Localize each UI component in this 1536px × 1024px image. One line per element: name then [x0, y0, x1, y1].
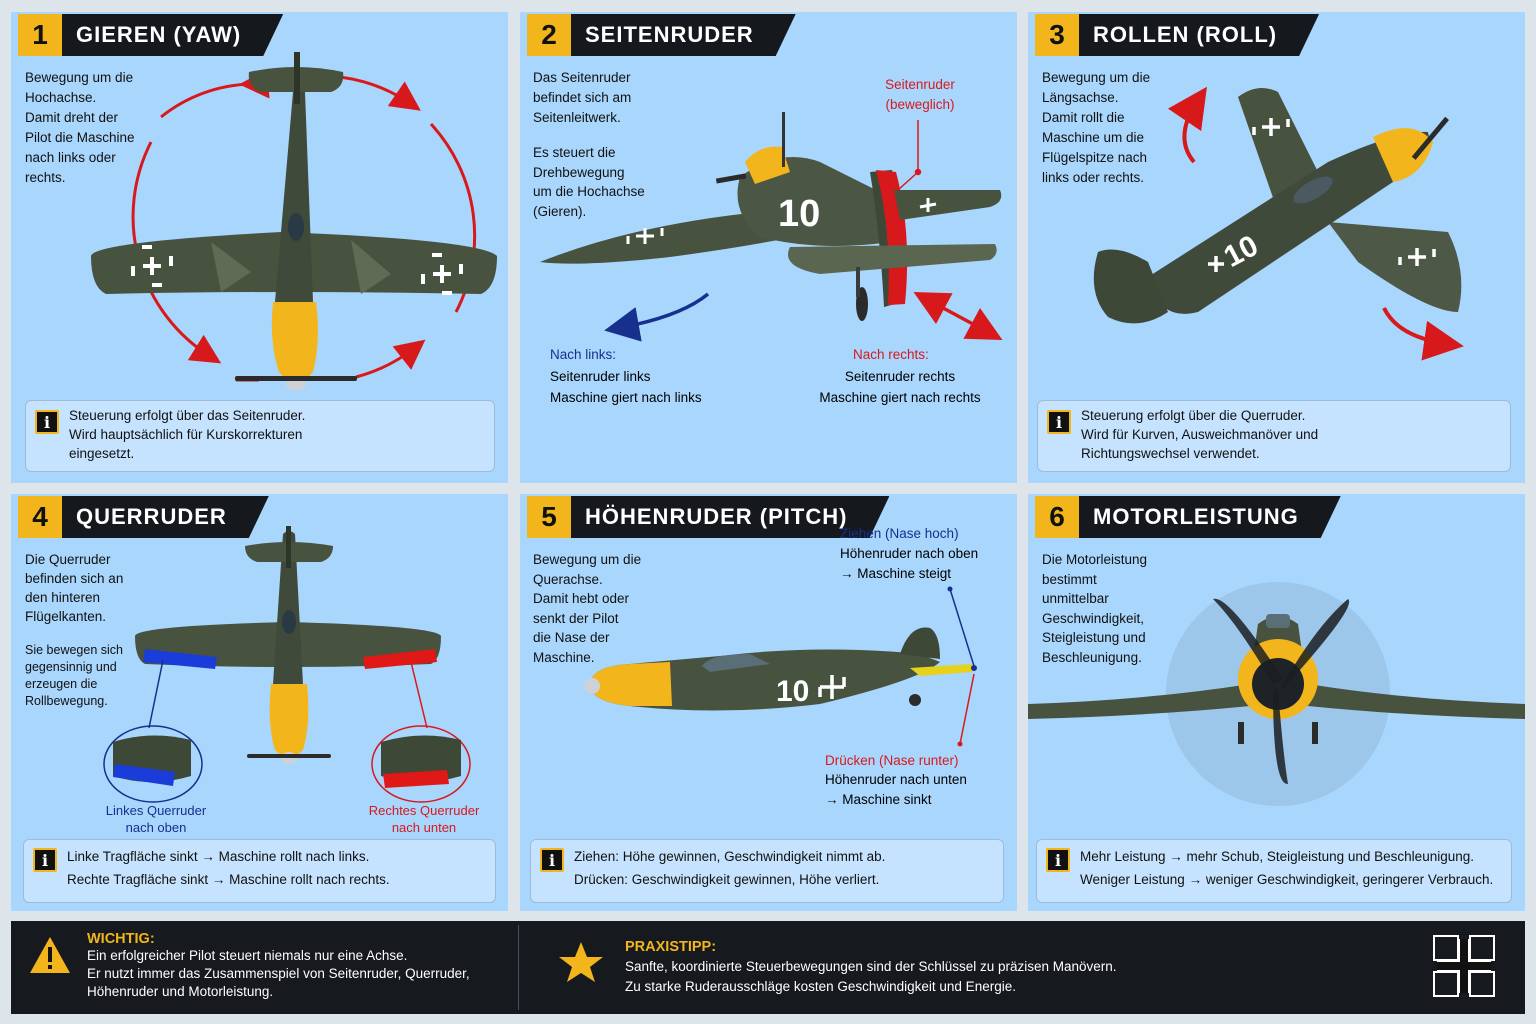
panel-title: SEITENRUDER — [571, 14, 796, 56]
pitch-down-title: Drücken (Nase runter) — [825, 753, 959, 768]
info-icon: i — [33, 848, 57, 872]
plane-front-view — [1028, 582, 1525, 806]
right-aileron-label: Rechtes Querruder nach unten — [368, 803, 480, 835]
star-icon — [559, 942, 603, 982]
left-aileron-callout — [103, 659, 203, 803]
rudder-callout-label: Seitenruder (beweglich) — [885, 77, 955, 112]
balkenkreuz-icon — [1431, 933, 1497, 999]
right-yaw-arrow — [913, 292, 1003, 340]
panel-yaw: 1 GIEREN (YAW) Bewegung um die Hochachse… — [11, 12, 508, 483]
panel-description-2: Es steuert die Drehbewegung um die Hocha… — [533, 145, 645, 219]
info-text: Ziehen: Höhe gewinnen, Geschwindigkeit n… — [574, 849, 886, 887]
panel-number: 6 — [1035, 496, 1079, 538]
plane-top-view — [91, 52, 497, 391]
info-icon: i — [35, 410, 59, 434]
bottom-bar: WICHTIG: Ein erfolgreicher Pilot steuert… — [11, 921, 1525, 1014]
roll-arrow-up — [1167, 86, 1207, 164]
plane-top-view — [135, 526, 441, 764]
panel-title: QUERRUDER — [62, 496, 269, 538]
elevator-diagram: 10 — [584, 586, 977, 747]
info-icon: i — [540, 848, 564, 872]
panel-number: 3 — [1035, 14, 1079, 56]
panel-header: 3 ROLLEN (ROLL) — [1035, 14, 1319, 56]
panel-number: 2 — [527, 14, 571, 56]
aileron-diagram — [103, 526, 471, 803]
bottom-divider — [518, 925, 519, 1010]
panel-description: Die Querruder befinden sich an den hinte… — [25, 552, 124, 624]
info-icon: i — [1047, 410, 1071, 434]
panel-description: Bewegung um die Längsachse. Damit rollt … — [1042, 70, 1151, 185]
panel-header: 2 SEITENRUDER — [527, 14, 796, 56]
roll-diagram: 10 — [1093, 86, 1464, 361]
panel-engine: 6 MOTORLEISTUNG Die Motorleistung bestim… — [1028, 494, 1525, 911]
plane-banking-view: 10 — [1093, 88, 1462, 324]
left-yaw-title: Nach links: — [550, 347, 617, 362]
panel-aileron: 4 QUERRUDER Die Querruder befinden sich … — [11, 494, 508, 911]
info-icon: i — [1046, 848, 1070, 872]
warning-text: Ein erfolgreicher Pilot steuert niemals … — [87, 948, 470, 999]
panel-header: 5 HÖHENRUDER (PITCH) — [527, 496, 889, 538]
info-box: i Steuerung erfolgt über das Seitenruder… — [25, 400, 495, 472]
yaw-diagram — [91, 52, 497, 391]
panel-rudder: 2 SEITENRUDER Das Seitenruder befindet s… — [520, 12, 1017, 483]
panel-elevator: 5 HÖHENRUDER (PITCH) Bewegung um die Que… — [520, 494, 1017, 911]
roll-arrow-down — [1382, 307, 1464, 361]
right-aileron — [363, 649, 437, 669]
panel-number: 5 — [527, 496, 571, 538]
engine-diagram — [1028, 582, 1525, 806]
balkenkreuz-right — [421, 253, 463, 295]
right-yaw-text: Seitenruder rechts Maschine giert nach r… — [819, 369, 981, 405]
plane-side-view: 10 — [584, 627, 972, 711]
pitch-callout-lines — [947, 586, 977, 747]
plane-number: 10 — [776, 675, 809, 708]
panel-header: 6 MOTORLEISTUNG — [1035, 496, 1341, 538]
info-text: Linke Tragfläche sinkt → Maschine rollt … — [67, 849, 390, 887]
panel-roll: 3 ROLLEN (ROLL) Bewegung um die Längsach… — [1028, 12, 1525, 483]
balkenkreuz-left — [131, 245, 173, 287]
panel-header: 1 GIEREN (YAW) — [18, 14, 283, 56]
info-box: i Ziehen: Höhe gewinnen, Geschwindigkeit… — [530, 839, 1004, 903]
plane-side-rear-view: 10 — [540, 112, 1002, 321]
warning-title: WICHTIG: — [87, 931, 155, 947]
warning-icon — [30, 937, 70, 973]
panel-description: Die Motorleistung bestimmt unmittelbar G… — [1042, 552, 1148, 665]
panel-title: HÖHENRUDER (PITCH) — [571, 496, 889, 538]
panel-description-2: Sie bewegen sich gegensinnig und erzeuge… — [25, 643, 123, 708]
panel-description: Das Seitenruder befindet sich am Seitenl… — [533, 70, 632, 125]
panel-number: 4 — [18, 496, 62, 538]
left-yaw-text: Seitenruder links Maschine giert nach li… — [550, 369, 702, 405]
tip-text: Sanfte, koordinierte Steuerbewegungen si… — [625, 959, 1117, 994]
panel-number: 1 — [18, 14, 62, 56]
panel-header: 4 QUERRUDER — [18, 496, 269, 538]
left-yaw-arrow — [604, 292, 710, 342]
pitch-down-text: Höhenruder nach unten → Maschine sinkt — [825, 772, 967, 807]
info-text: Steuerung erfolgt über das Seitenruder. … — [69, 408, 306, 461]
rudder-diagram: 10 — [540, 112, 1003, 342]
propeller-blades — [1213, 598, 1350, 785]
pitch-up-text: Höhenruder nach oben → Maschine steigt — [840, 546, 979, 581]
left-aileron-label: Linkes Querruder nach oben — [105, 803, 207, 835]
info-text: Steuerung erfolgt über die Querruder. Wi… — [1081, 408, 1319, 461]
left-aileron — [143, 649, 217, 669]
info-box: i Steuerung erfolgt über die Querruder. … — [1037, 400, 1511, 472]
info-text: Mehr Leistung → mehr Schub, Steigleistun… — [1080, 849, 1494, 887]
info-box: i Mehr Leistung → mehr Schub, Steigleist… — [1036, 839, 1512, 903]
panel-description: Bewegung um die Querachse. Damit hebt od… — [533, 552, 642, 665]
panel-description: Bewegung um die Hochachse. Damit dreht d… — [25, 70, 135, 185]
panel-title: MOTORLEISTUNG — [1079, 496, 1341, 538]
plane-number: 10 — [778, 193, 820, 235]
right-aileron-callout — [371, 661, 471, 803]
tip-title: PRAXISTIPP: — [625, 939, 717, 955]
panel-title: GIEREN (YAW) — [62, 14, 283, 56]
right-yaw-title: Nach rechts: — [853, 347, 929, 362]
rudder-callout-line — [897, 120, 922, 191]
pitch-up-title: Ziehen (Nase hoch) — [840, 526, 959, 541]
panel-title: ROLLEN (ROLL) — [1079, 14, 1319, 56]
info-box: i Linke Tragfläche sinkt → Maschine roll… — [23, 839, 496, 903]
